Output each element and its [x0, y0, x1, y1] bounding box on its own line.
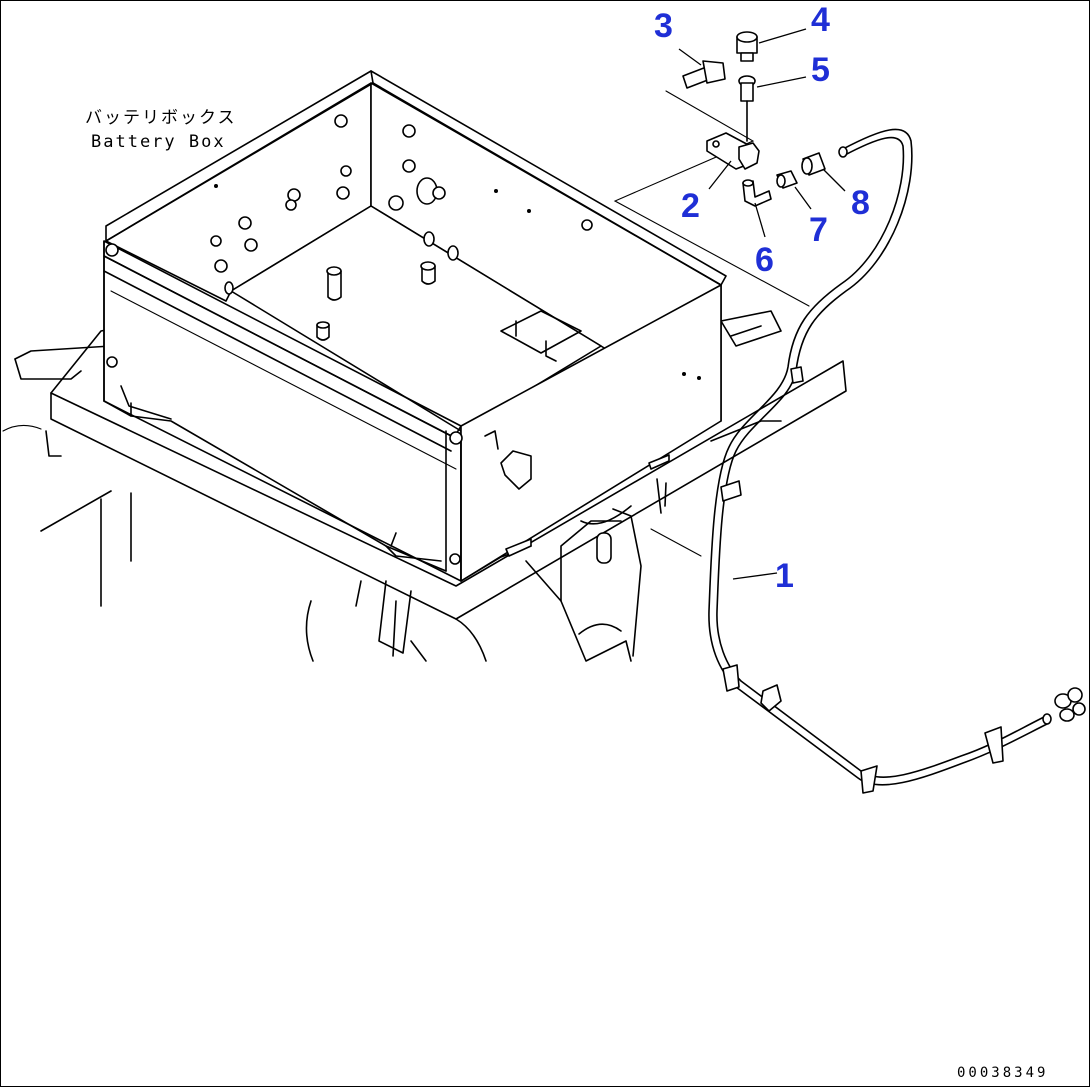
drawing-number: 00038349 — [957, 1065, 1048, 1081]
frame-peg-b — [664, 482, 667, 507]
elbow-part-6 — [742, 179, 772, 207]
wall-studs — [210, 114, 701, 380]
side-hook — [500, 450, 532, 490]
caption-japanese: バッテリボックス — [85, 108, 237, 128]
frame-lower-stub — [410, 640, 427, 662]
fitting-part-5 — [738, 75, 756, 142]
box-bottom-flange — [103, 400, 447, 572]
frame-diagonal — [650, 528, 702, 557]
caption-english: Battery Box — [91, 132, 226, 152]
frame-member-left — [40, 490, 112, 532]
frame-slot-hole — [596, 532, 612, 564]
frame-side-plate — [612, 508, 642, 657]
box-front-line — [110, 290, 457, 470]
leader-8 — [822, 168, 846, 192]
nut-part-4 — [736, 31, 758, 62]
front-notch — [120, 385, 172, 420]
base-clip — [505, 538, 532, 557]
rivet — [449, 553, 461, 565]
tube-line-outer — [716, 128, 1047, 778]
frame-stub — [355, 580, 362, 607]
callout-label-5: 5 — [811, 51, 830, 89]
nut-part-8 — [801, 152, 826, 176]
leader-lines — [678, 28, 846, 580]
leader-2 — [708, 160, 732, 190]
box-floor — [230, 205, 602, 432]
rear-bracket — [720, 310, 782, 347]
callout-label-6: 6 — [755, 241, 774, 279]
tube-clamp — [860, 765, 878, 794]
tube-clamp — [720, 480, 742, 502]
rivet — [449, 431, 463, 445]
tube-clamp — [984, 726, 1004, 764]
callout-label-4: 4 — [811, 1, 830, 39]
sleeve-part-7 — [776, 170, 798, 189]
leader-5 — [756, 76, 807, 88]
callout-label-1: 1 — [775, 557, 794, 595]
left-bracket — [14, 345, 112, 360]
left-cable — [2, 424, 42, 432]
left-bracket-lower — [14, 358, 82, 380]
floor-left-edge — [50, 328, 112, 394]
tube-clamp — [790, 366, 804, 384]
floor-posts — [316, 261, 582, 362]
frame-bracket-inner — [392, 600, 397, 657]
box-front-crease — [103, 270, 452, 452]
rivet — [105, 243, 119, 257]
assembly-phantom-frame — [613, 90, 810, 307]
side-tab — [484, 430, 499, 450]
part-number-labels: 1 2 3 4 5 6 7 8 — [654, 1, 870, 595]
base-clip-right — [648, 454, 670, 470]
tube-end-connector — [1042, 687, 1086, 725]
tube-part-1 — [708, 128, 1086, 794]
leader-7 — [794, 186, 812, 210]
callout-label-3: 3 — [654, 7, 673, 45]
box-flange-front — [385, 545, 442, 562]
tube-line-inner — [708, 136, 1050, 786]
frame-bracket-front — [378, 580, 412, 654]
frame-peg-a — [656, 478, 662, 514]
rivet — [106, 356, 118, 368]
bracket-part-2 — [706, 132, 760, 170]
tube-clamp — [760, 684, 782, 712]
chassis-frame — [2, 310, 847, 662]
frame-rear-rail — [710, 420, 782, 442]
bolt-part-3 — [682, 60, 726, 89]
left-foot — [45, 430, 62, 457]
rivet — [581, 219, 593, 231]
front-notch-2 — [390, 532, 397, 547]
frame-gusset-lower — [560, 600, 632, 662]
callout-label-8: 8 — [851, 184, 870, 222]
rear-bracket-fold — [730, 325, 762, 337]
box-rim-right — [370, 70, 727, 286]
leader-3 — [678, 48, 702, 66]
fitting-assembly — [613, 31, 826, 307]
leader-6 — [754, 202, 766, 238]
leader-4 — [758, 28, 807, 44]
callout-label-2: 2 — [681, 187, 700, 225]
leader-1 — [732, 572, 778, 580]
frame-curve-a — [305, 600, 314, 662]
battery-box — [103, 70, 727, 582]
frame-arc — [580, 505, 632, 525]
frame-gusset — [525, 520, 622, 602]
callout-label-7: 7 — [809, 211, 828, 249]
frame-slot — [578, 623, 622, 635]
frame-curve-b — [455, 618, 487, 662]
tube-clamp — [722, 664, 740, 692]
tube-end — [838, 146, 848, 158]
